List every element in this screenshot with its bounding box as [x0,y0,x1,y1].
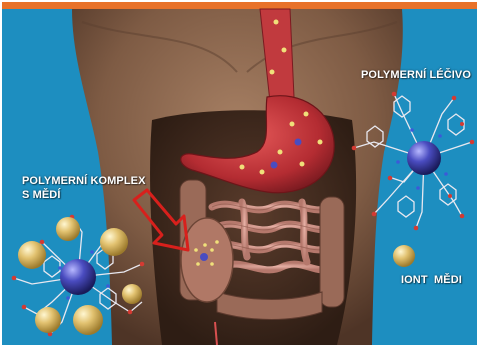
label-polymer-complex-line2: S MĚDÍ [22,188,146,202]
copper-bead [73,305,103,335]
copper-bead [56,217,80,241]
polymer-core [60,259,96,295]
illustration-frame: POLYMERNÍ LÉČIVO POLYMERNÍ KOMPLEX S MĚD… [2,2,477,345]
copper-bead [122,284,142,304]
label-polymer-complex-line1: POLYMERNÍ KOMPLEX [22,175,146,187]
copper-bead [18,241,46,269]
copper-ion [393,245,415,267]
label-copper-ion: IONT MĚDI [401,273,462,287]
label-polymer-drug: POLYMERNÍ LÉČIVO [361,68,471,82]
copper-bead [35,307,61,333]
polymer-core [407,141,441,175]
copper-bead [100,228,128,256]
label-polymer-complex: POLYMERNÍ KOMPLEX S MĚDÍ [22,174,146,202]
magnified-intestine [181,218,233,302]
